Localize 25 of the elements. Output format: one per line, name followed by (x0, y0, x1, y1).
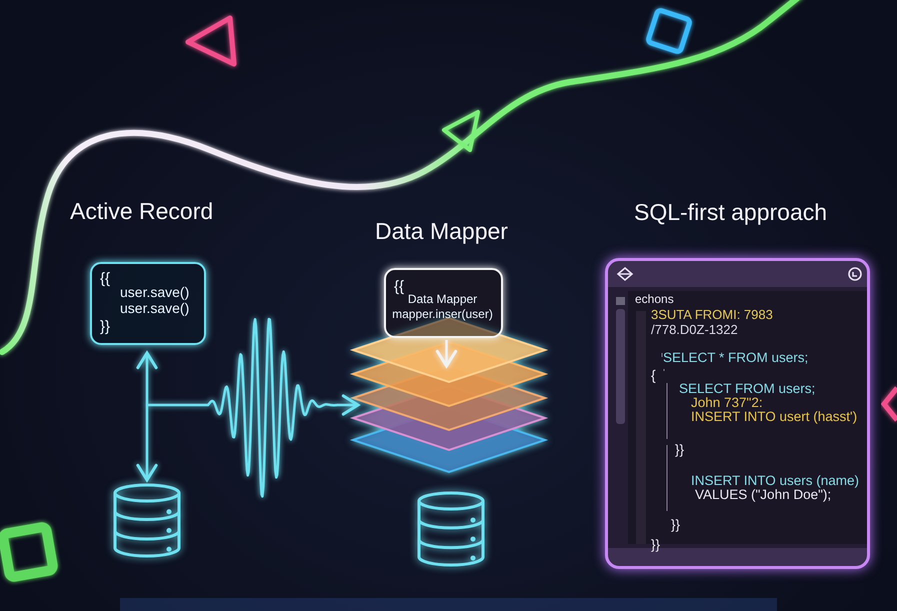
code-text: {{ (394, 278, 404, 295)
code-text: VALUES ("John Doe"); (695, 487, 832, 502)
code-text: 3SUTA FROMI: 7983 (651, 307, 773, 322)
code-text: {{ (100, 270, 110, 287)
code-card (90, 262, 206, 345)
arrow (136, 352, 158, 482)
code-text: INSERT INTO usert (hasst') (691, 409, 858, 424)
arrow (436, 340, 458, 368)
code-text: INSERT INTO users (name) (691, 473, 860, 488)
arrow (147, 318, 360, 498)
code-text: SELECT FROM users; (679, 381, 816, 396)
code-text: }} (651, 537, 660, 552)
code-text: }} (100, 318, 110, 335)
code-text: /778.D0Z-1322 (651, 322, 738, 337)
code-text: }} (675, 442, 684, 457)
code-text: John 737"2: (691, 395, 763, 410)
code-text: echons (635, 292, 674, 306)
code-text: SELECT * FROM users; (663, 350, 808, 365)
code-text: }} (671, 517, 680, 532)
section-heading: Data Mapper (375, 218, 508, 245)
code-editor-window (605, 258, 870, 569)
section-heading: Active Record (70, 198, 214, 225)
code-text: user.save() user.save() (120, 284, 190, 316)
section-heading: SQL-first approach (634, 199, 828, 226)
code-text: { (651, 367, 656, 383)
